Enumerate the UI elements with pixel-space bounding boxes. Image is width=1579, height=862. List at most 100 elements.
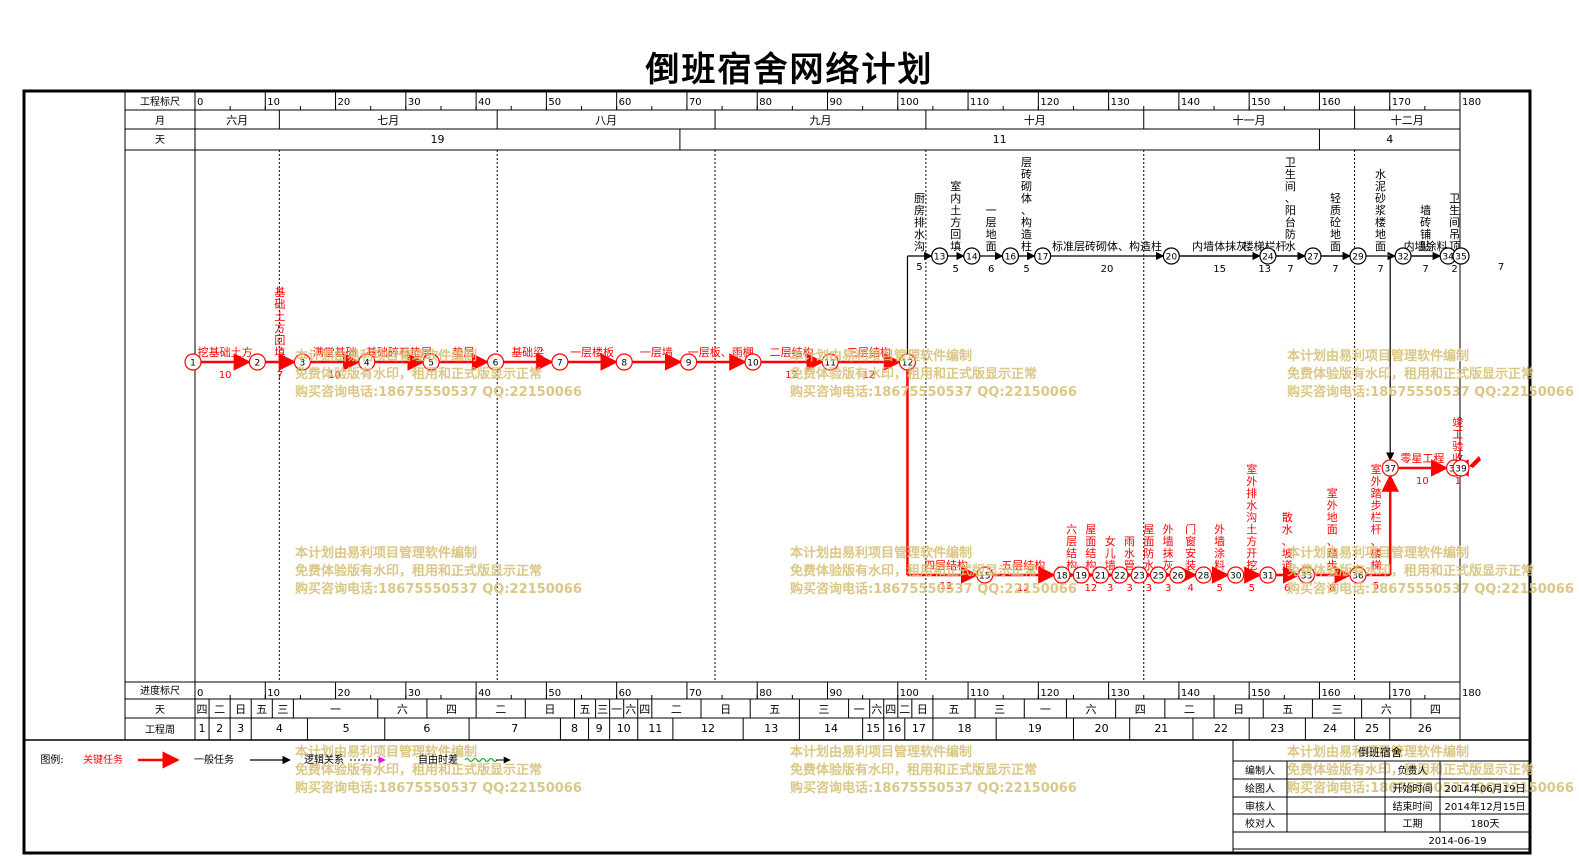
event-node-label: 8	[621, 359, 627, 369]
task-name-label-char: 浆	[1375, 203, 1386, 217]
task-name-label-char: 、	[1285, 192, 1296, 205]
task-duration-label: 3	[1107, 583, 1113, 594]
top-scale-tick-label: 170	[1392, 97, 1411, 108]
event-node	[1259, 566, 1277, 584]
task-name-label-char: 体	[1021, 191, 1032, 205]
event-node-label: 30	[1230, 572, 1242, 582]
task-name-label-char: 室	[1327, 486, 1338, 500]
task-duration-label: 20	[1101, 264, 1114, 275]
task-name-label: 垫层	[452, 345, 474, 359]
footer-week-label: 工程周	[145, 724, 175, 736]
task-duration-label: 5	[1023, 264, 1029, 275]
task-name-label-char: 吊	[1449, 228, 1460, 241]
task-name-label-char: 砖	[1021, 167, 1032, 181]
task-name-label-char: 屋	[1143, 523, 1154, 536]
top-scale-tick-label: 0	[197, 97, 203, 108]
task-name-label-char: 面	[1143, 535, 1154, 548]
task-name-label-char: 排	[914, 215, 925, 229]
week-label: 10	[617, 722, 631, 735]
event-node	[1297, 566, 1316, 584]
task-name-label-char: 女	[1105, 534, 1116, 548]
event-node-label: 34	[1442, 253, 1454, 263]
event-node	[1111, 566, 1129, 584]
task-duration-label: 10	[1416, 476, 1429, 487]
task-name-label-char: 面	[986, 240, 997, 253]
weekday-label: 三	[277, 703, 288, 716]
task-duration-label: 6	[1284, 583, 1290, 594]
bottom-scale-tick-label: 50	[548, 688, 561, 699]
task-name-label-char: 抹	[1163, 547, 1174, 560]
watermark-text: 本计划由易利项目管理软件编制	[790, 348, 972, 364]
week-label: 15	[866, 722, 880, 735]
task-name-label-char: 地	[1375, 228, 1386, 241]
task-name-label-char: 顶	[1449, 240, 1460, 253]
task-name-label-char: 栏	[1371, 510, 1382, 524]
week-label: 3	[237, 722, 244, 735]
weekday-label: 一	[1040, 703, 1051, 716]
top-scale-tick-label: 70	[689, 97, 702, 108]
event-node-label: 12	[902, 359, 913, 369]
task-name-label-char: 贴	[1420, 239, 1431, 253]
task-name-label-char: 回	[274, 334, 285, 347]
weekday-label: 一	[330, 703, 341, 716]
event-node-label: 18	[1056, 572, 1068, 582]
event-node-label: 15	[979, 572, 990, 582]
event-node-label: 11	[824, 359, 835, 369]
task-name-label: 三层结构	[847, 345, 891, 359]
task-name-label: 一层墙	[640, 345, 673, 359]
event-node	[358, 353, 376, 371]
task-duration-label: 5	[953, 264, 959, 275]
month-label: 十一月	[1233, 113, 1266, 127]
task-name-label: 四层结构	[924, 558, 968, 572]
weekday-label: 四	[446, 703, 457, 716]
header-day-label: 天	[155, 135, 165, 146]
task-name-label-char: 竣	[1452, 415, 1463, 429]
task-name-label-char: 砂	[1375, 192, 1386, 205]
task-duration-label: 3	[1146, 583, 1152, 594]
event-node-label: 27	[1307, 253, 1318, 263]
task-name-label-char: 填	[274, 345, 285, 359]
bottom-scale-tick-label: 170	[1392, 688, 1411, 699]
task-name-label-char: 砌	[1021, 180, 1032, 193]
weekday-label: 日	[235, 703, 246, 716]
event-node-label: 14	[966, 253, 978, 263]
event-node	[898, 353, 917, 371]
task-name-label-char: 门	[1185, 522, 1196, 536]
task-duration-label: 2	[1451, 264, 1457, 275]
task-duration-label: 15	[1213, 264, 1226, 275]
task-name-label-char: 土	[1246, 523, 1257, 536]
month-label: 十月	[1024, 113, 1046, 127]
task-name-label-char: 砼	[1330, 216, 1341, 229]
task-name-label-char: 土	[950, 204, 961, 217]
task-name-label-char: 生	[1285, 167, 1296, 181]
weekday-label: 五	[949, 703, 960, 716]
weekday-label: 一	[611, 703, 622, 716]
task-name-label-char: 儿	[1105, 547, 1116, 560]
task-name-label-char: 地	[1330, 228, 1341, 241]
top-scale-tick-label: 90	[830, 97, 843, 108]
task-name-label-char: 、	[1282, 535, 1293, 548]
event-node	[821, 353, 839, 371]
top-scale-tick-label: 80	[759, 97, 772, 108]
task-name-label-char: 料	[1214, 558, 1225, 572]
event-node-label: 36	[1352, 572, 1364, 582]
task-name-label-char: 地	[986, 228, 997, 241]
task-duration-label: 12	[1085, 583, 1098, 594]
free-float-wave	[1385, 254, 1391, 257]
event-node-label: 23	[1133, 572, 1144, 582]
page-title: 倒班宿舍网络计划	[645, 50, 934, 90]
weekday-label: 四	[1135, 703, 1146, 716]
event-node	[1072, 566, 1090, 584]
bottom-scale-tick-label: 90	[830, 688, 843, 699]
week-label: 13	[764, 722, 778, 735]
event-node-label: 21	[1095, 572, 1106, 582]
task-duration-label: 7	[1498, 262, 1504, 273]
task-duration-label: 7	[1287, 264, 1293, 275]
legend-float-wave	[464, 757, 498, 763]
top-scale-tick-label: 60	[619, 97, 632, 108]
